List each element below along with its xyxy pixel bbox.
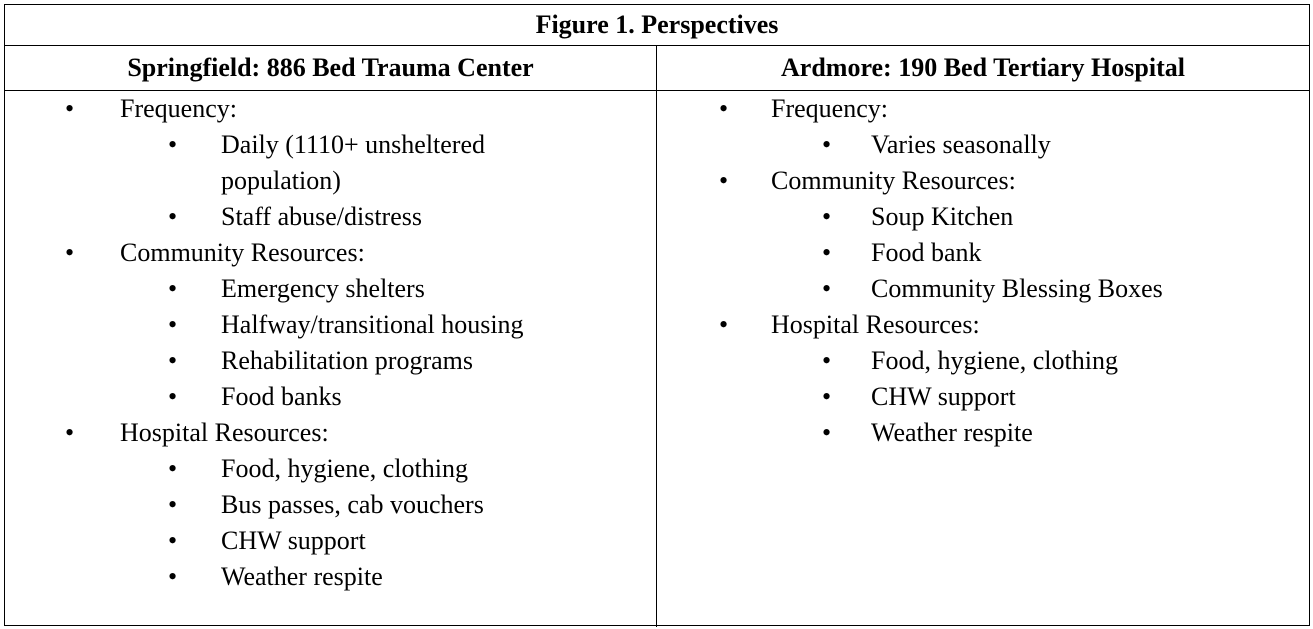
bullet-icon: • <box>822 382 832 411</box>
section-label: Hospital Resources: <box>120 418 329 447</box>
bullet-icon: • <box>168 202 178 231</box>
list-item-text: Food, hygiene, clothing <box>221 454 468 483</box>
ardmore-list: • Frequency: • Varies seasonally • Community … <box>657 91 1309 451</box>
list-item: • Bus passes, cab vouchers <box>5 487 656 523</box>
bullet-icon: • <box>719 310 729 339</box>
bullet-icon: • <box>65 94 75 123</box>
list-item-text: Bus passes, cab vouchers <box>221 490 484 519</box>
list-item-text: Weather respite <box>871 418 1033 447</box>
section-item: • Community Resources: <box>5 235 656 271</box>
list-item: • Community Blessing Boxes <box>657 271 1309 307</box>
column-heading-ardmore: Ardmore: 190 Bed Tertiary Hospital <box>781 53 1185 82</box>
bullet-icon: • <box>65 238 75 267</box>
bullet-icon: • <box>168 454 178 483</box>
list-item: • Staff abuse/distress <box>5 199 656 235</box>
header-row: Springfield: 886 Bed Trauma Center Ardmo… <box>5 46 1309 91</box>
section-item: • Community Resources: <box>657 163 1309 199</box>
springfield-cell: • Frequency: • Daily (1110+ unsheltered pop… <box>5 91 657 627</box>
bullet-icon: • <box>822 346 832 375</box>
list-item: • Rehabilitation programs <box>5 343 656 379</box>
list-item-text: Food, hygiene, clothing <box>871 346 1118 375</box>
bullet-icon: • <box>168 526 178 555</box>
list-item-text: Varies seasonally <box>871 130 1051 159</box>
list-item-text: CHW support <box>221 526 366 555</box>
list-item: • Food, hygiene, clothing <box>5 451 656 487</box>
list-item: • Daily (1110+ unsheltered population) <box>5 127 656 199</box>
bullet-icon: • <box>822 274 832 303</box>
list-item: • Weather respite <box>5 559 656 595</box>
list-item: • Varies seasonally <box>657 127 1309 163</box>
list-item-text: Emergency shelters <box>221 274 425 303</box>
list-item: • Soup Kitchen <box>657 199 1309 235</box>
list-item-text: Daily (1110+ unsheltered population) <box>221 130 485 195</box>
bullet-icon: • <box>168 310 178 339</box>
bullet-icon: • <box>65 418 75 447</box>
column-heading-springfield: Springfield: 886 Bed Trauma Center <box>5 46 657 90</box>
bullet-icon: • <box>822 418 832 447</box>
list-item-text: Food bank <box>871 238 982 267</box>
list-item: • Food banks <box>5 379 656 415</box>
section-label: Community Resources: <box>771 166 1016 195</box>
section-label: Hospital Resources: <box>771 310 980 339</box>
bullet-icon: • <box>168 490 178 519</box>
bullet-icon: • <box>168 562 178 591</box>
list-item-text: CHW support <box>871 382 1016 411</box>
springfield-list: • Frequency: • Daily (1110+ unsheltered pop… <box>5 91 656 595</box>
bullet-icon: • <box>719 94 729 123</box>
section-item: • Frequency: <box>5 91 656 127</box>
bullet-icon: • <box>168 130 178 159</box>
list-item-text: Halfway/transitional housing <box>221 310 524 339</box>
bullet-icon: • <box>822 202 832 231</box>
list-item: • CHW support <box>657 379 1309 415</box>
section-label: Frequency: <box>771 94 888 123</box>
bullet-icon: • <box>822 238 832 267</box>
perspectives-table: Figure 1. Perspectives Springfield: 886 … <box>4 4 1310 627</box>
list-item: • Food, hygiene, clothing <box>657 343 1309 379</box>
bullet-icon: • <box>822 130 832 159</box>
section-label: Community Resources: <box>120 238 365 267</box>
list-item: • Emergency shelters <box>5 271 656 307</box>
list-item-text: Weather respite <box>221 562 383 591</box>
section-item: • Frequency: <box>657 91 1309 127</box>
list-item-text: Community Blessing Boxes <box>871 274 1163 303</box>
list-item: • Food bank <box>657 235 1309 271</box>
bullet-icon: • <box>168 274 178 303</box>
ardmore-cell: • Frequency: • Varies seasonally • Community … <box>657 91 1309 627</box>
list-item: • Halfway/transitional housing <box>5 307 656 343</box>
bullet-icon: • <box>719 166 729 195</box>
section-item: • Hospital Resources: <box>657 307 1309 343</box>
list-item: • Weather respite <box>657 415 1309 451</box>
list-item-text: Staff abuse/distress <box>221 202 422 231</box>
bullet-icon: • <box>168 382 178 411</box>
list-item-text: Rehabilitation programs <box>221 346 474 375</box>
body-row: • Frequency: • Daily (1110+ unsheltered pop… <box>5 91 1309 627</box>
list-item: • CHW support <box>5 523 656 559</box>
list-item-text: Food banks <box>221 382 342 411</box>
table-title: Figure 1. Perspectives <box>5 5 1309 46</box>
section-item: • Hospital Resources: <box>5 415 656 451</box>
list-item-text: Soup Kitchen <box>871 202 1014 231</box>
bullet-icon: • <box>168 346 178 375</box>
section-label: Frequency: <box>120 94 237 123</box>
